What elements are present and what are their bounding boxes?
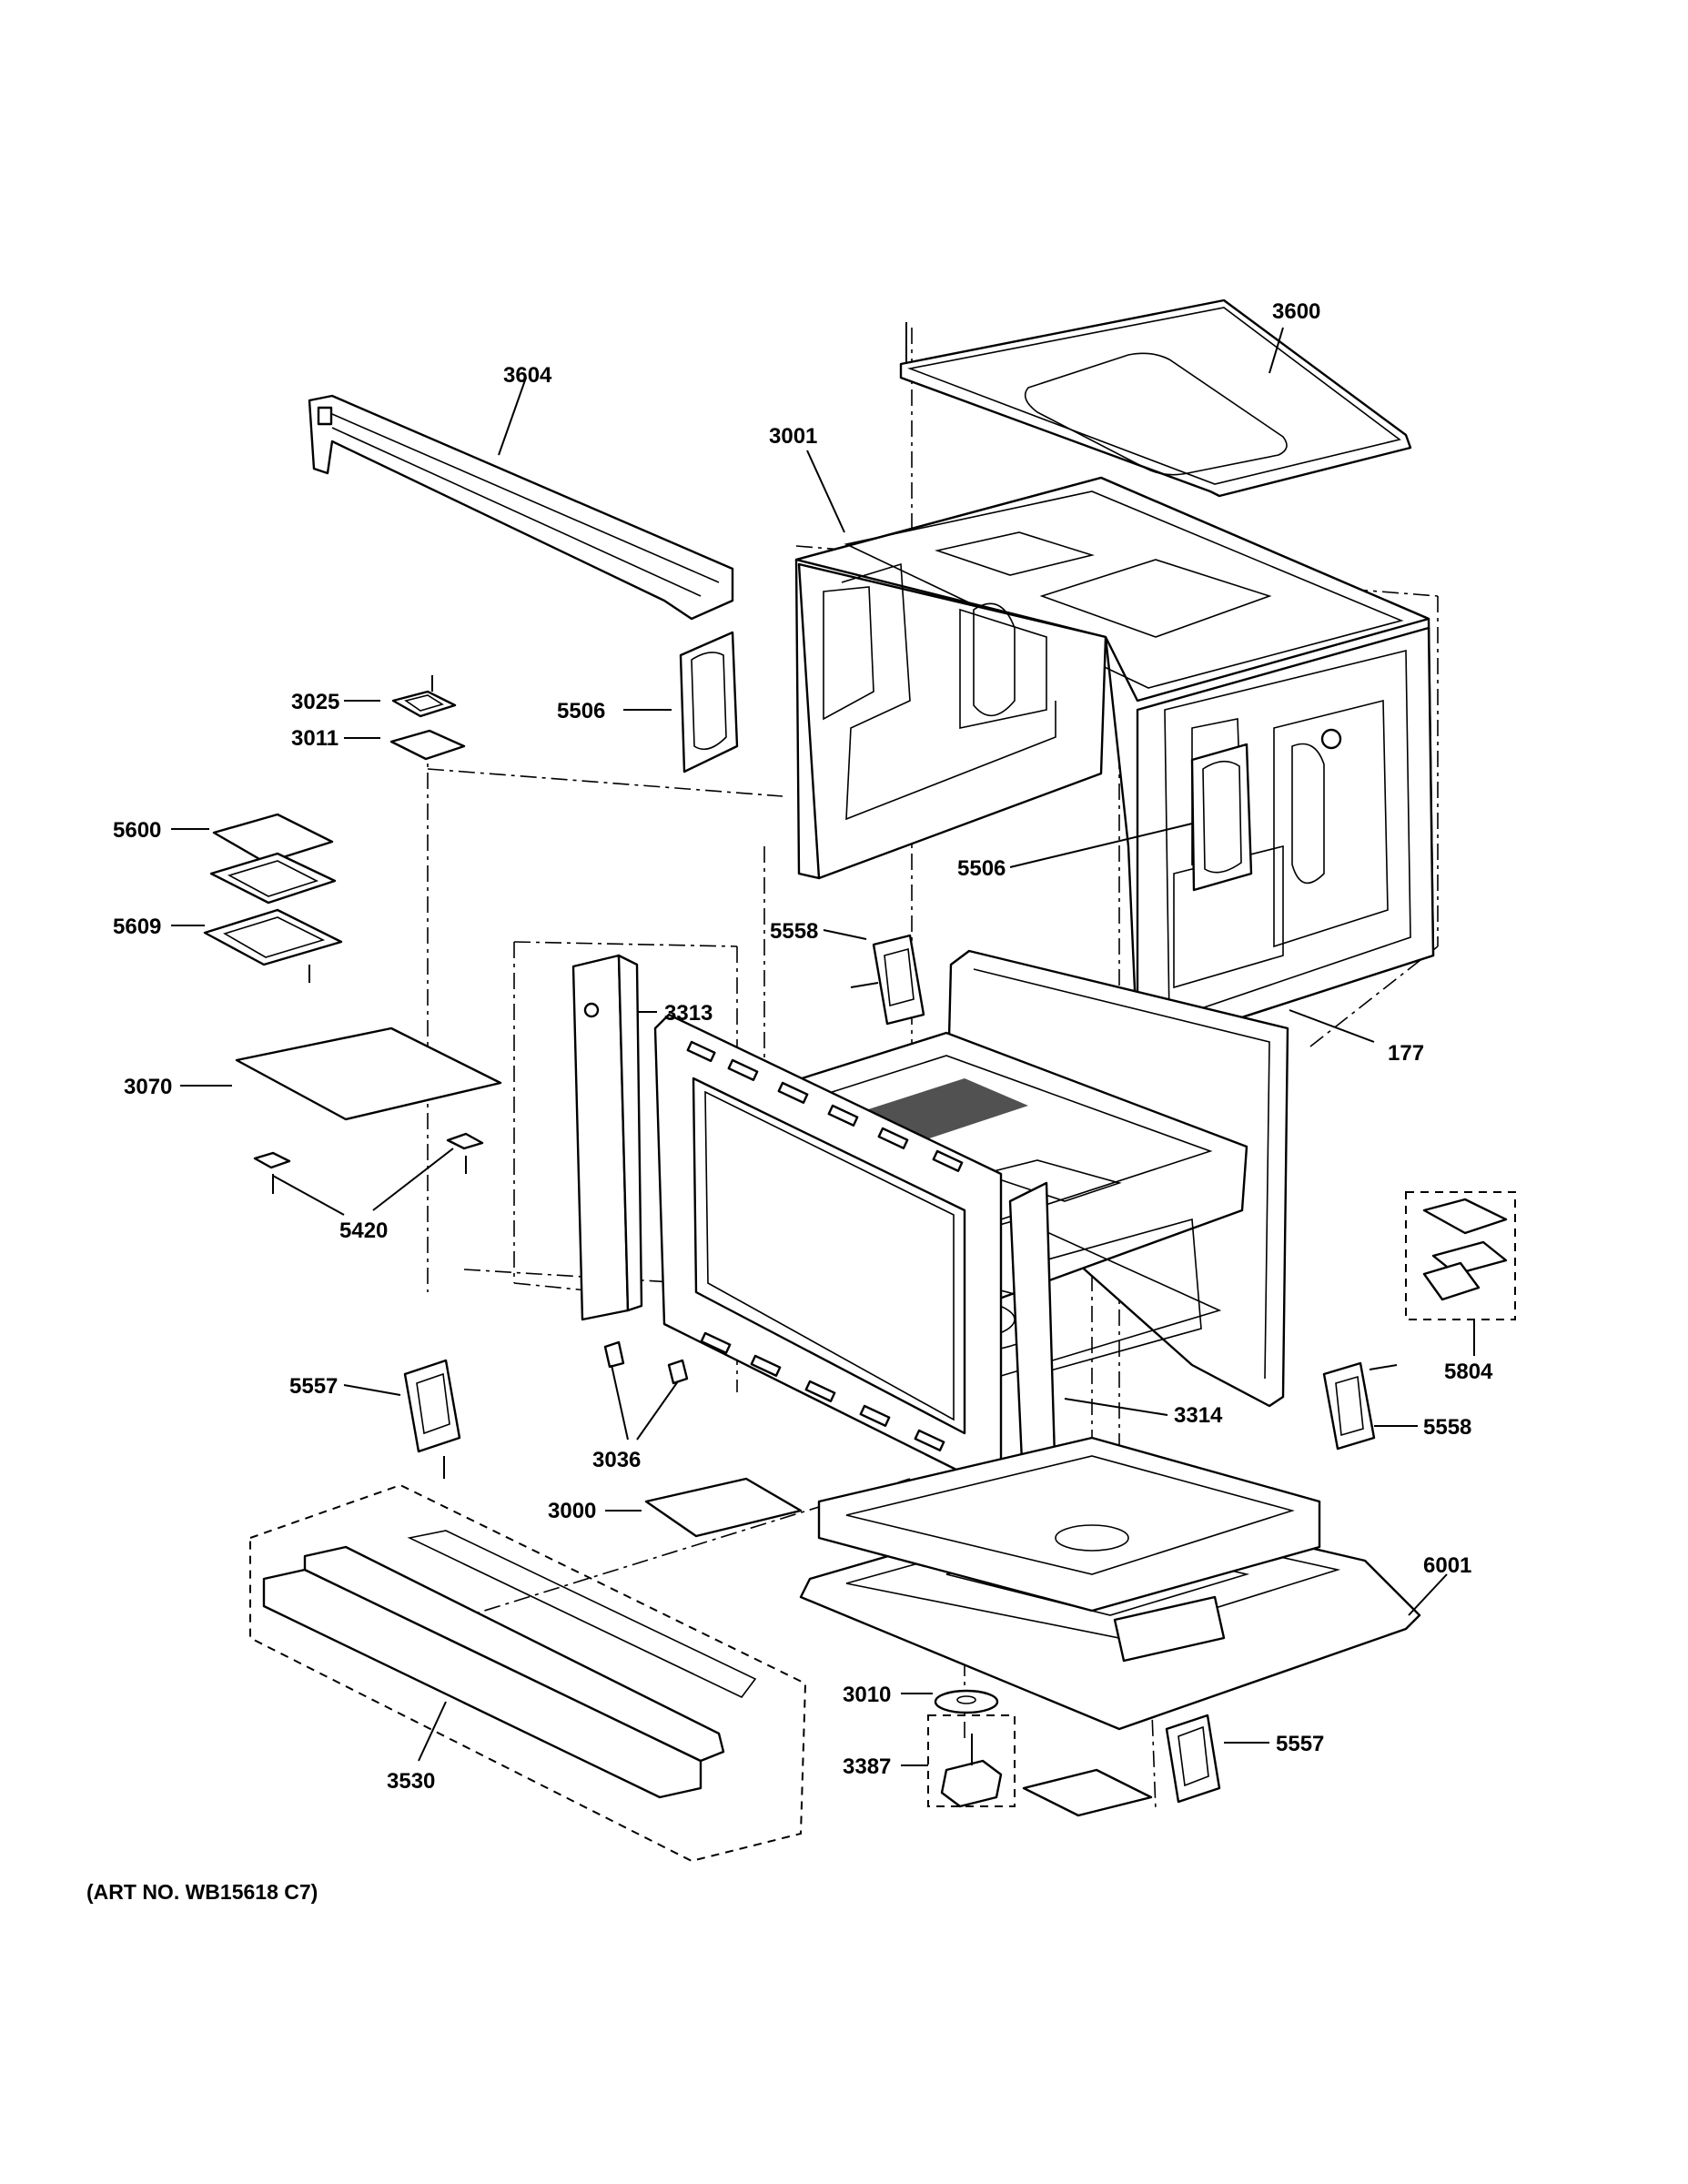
top-cover-panel [899, 298, 1412, 498]
callout-3011: 3011 [291, 726, 339, 751]
turntable-motor-3387 [927, 1714, 1016, 1808]
callout-3387: 3387 [843, 1754, 891, 1779]
filter-3011 [389, 729, 466, 761]
callout-5804: 5804 [1444, 1360, 1493, 1384]
callout-5558-upper: 5558 [770, 919, 818, 944]
callout-3025: 3025 [291, 690, 339, 714]
side-trim-3313 [571, 954, 643, 1321]
callout-3600: 3600 [1272, 299, 1320, 324]
callout-177: 177 [1388, 1041, 1424, 1066]
callout-5420: 5420 [339, 1218, 388, 1243]
callout-5506-right: 5506 [957, 856, 1006, 881]
callout-labels: 3600 3604 3001 3025 3011 5506 5600 5506 … [113, 299, 1493, 1794]
callout-3314: 3314 [1174, 1403, 1223, 1428]
callout-5600: 5600 [113, 818, 161, 843]
waveguide-cover-right [1190, 743, 1253, 892]
bracket-5557-left [403, 1359, 461, 1479]
light-lens-5600 [212, 813, 334, 864]
outer-cabinet-wrapper [794, 476, 1435, 1053]
bracket-5558-upper [850, 934, 925, 1026]
callout-3530: 3530 [387, 1769, 435, 1794]
callout-6001: 6001 [1423, 1553, 1471, 1578]
callout-5609: 5609 [113, 915, 161, 939]
callout-5557-left: 5557 [289, 1374, 338, 1399]
callout-3604: 3604 [503, 363, 552, 388]
bottom-trim-3530 [249, 1483, 807, 1863]
terminal-block-5804 [1405, 1191, 1516, 1320]
bracket-5557-right [1165, 1714, 1221, 1804]
bracket-5558-lower [1322, 1361, 1398, 1451]
top-rail-bracket [308, 394, 734, 621]
callout-3010: 3010 [843, 1683, 891, 1707]
light-frame-5609 [203, 852, 343, 983]
shield-3000 [644, 1477, 803, 1538]
motor-cover [1022, 1768, 1153, 1817]
callout-5558-lower: 5558 [1423, 1415, 1471, 1440]
waveguide-cover-left [679, 631, 739, 774]
base-pan [799, 1436, 1421, 1731]
turntable-coupler-3010 [934, 1689, 999, 1714]
stirrer-cover-3025 [391, 675, 457, 718]
latch-parts-3036 [603, 1340, 689, 1385]
shelf-3070 [235, 1026, 502, 1121]
leader-lines [171, 327, 1475, 1766]
art-number: (ART NO. WB15618 C7) [86, 1880, 318, 1904]
callout-3036: 3036 [592, 1448, 641, 1472]
callout-5506-left: 5506 [557, 699, 605, 723]
callout-3313: 3313 [664, 1001, 713, 1026]
feet-5420 [253, 1132, 484, 1194]
callout-3000: 3000 [548, 1499, 596, 1523]
callout-3070: 3070 [124, 1075, 172, 1099]
callout-3001: 3001 [769, 424, 817, 449]
callout-5557-right: 5557 [1276, 1732, 1324, 1756]
